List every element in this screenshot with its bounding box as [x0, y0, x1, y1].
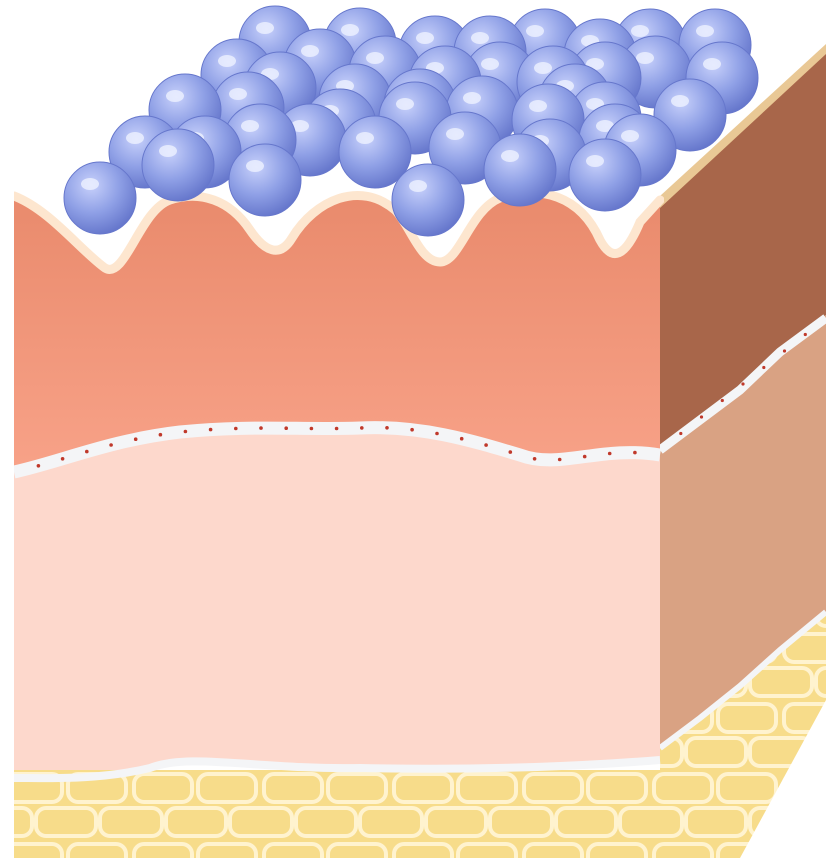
sphere-cell [64, 162, 136, 234]
membrane-cell-nucleus [360, 426, 364, 430]
front-face [14, 193, 664, 858]
membrane-cell-nucleus [460, 437, 464, 441]
membrane-cell-nucleus [804, 333, 807, 336]
membrane-cell-nucleus [435, 432, 439, 436]
membrane-cell-nucleus [184, 430, 188, 434]
membrane-cell-nucleus [783, 349, 786, 352]
membrane-cell-nucleus [633, 451, 637, 455]
membrane-cell-nucleus [335, 427, 339, 431]
membrane-cell-nucleus [583, 455, 587, 459]
membrane-cell-nucleus [209, 428, 213, 432]
membrane-cell-nucleus [134, 437, 138, 441]
membrane-cell-nucleus [741, 382, 744, 385]
membrane-cell-nucleus [85, 450, 89, 454]
side-face [660, 44, 826, 858]
membrane-cell-nucleus [410, 428, 414, 432]
membrane-cell-nucleus [558, 458, 562, 462]
membrane-cell-nucleus [509, 450, 513, 454]
membrane-cell-nucleus [533, 457, 537, 461]
membrane-cell-nucleus [484, 443, 488, 447]
membrane-cell-nucleus [61, 457, 65, 461]
membrane-cell-nucleus [721, 399, 724, 402]
membrane-cell-nucleus [109, 443, 113, 447]
membrane-cell-nucleus [259, 426, 263, 430]
sphere-cell [142, 129, 214, 201]
membrane-cell-nucleus [234, 427, 238, 431]
fat-layer [14, 770, 664, 858]
middle-layer [14, 428, 660, 779]
membrane-cell-nucleus [284, 426, 288, 430]
membrane-cell-nucleus [762, 366, 765, 369]
sphere-cell [484, 134, 556, 206]
sphere-cell [569, 139, 641, 211]
membrane-cell-nucleus [700, 415, 703, 418]
membrane-cell-nucleus [37, 464, 41, 468]
membrane-cell-nucleus [385, 426, 389, 430]
membrane-cell-nucleus [679, 432, 682, 435]
sphere-cell [392, 164, 464, 236]
membrane-cell-nucleus [608, 452, 612, 456]
membrane-cell-nucleus [159, 433, 163, 437]
membrane-cell-nucleus [310, 427, 314, 431]
sphere-cell [229, 144, 301, 216]
